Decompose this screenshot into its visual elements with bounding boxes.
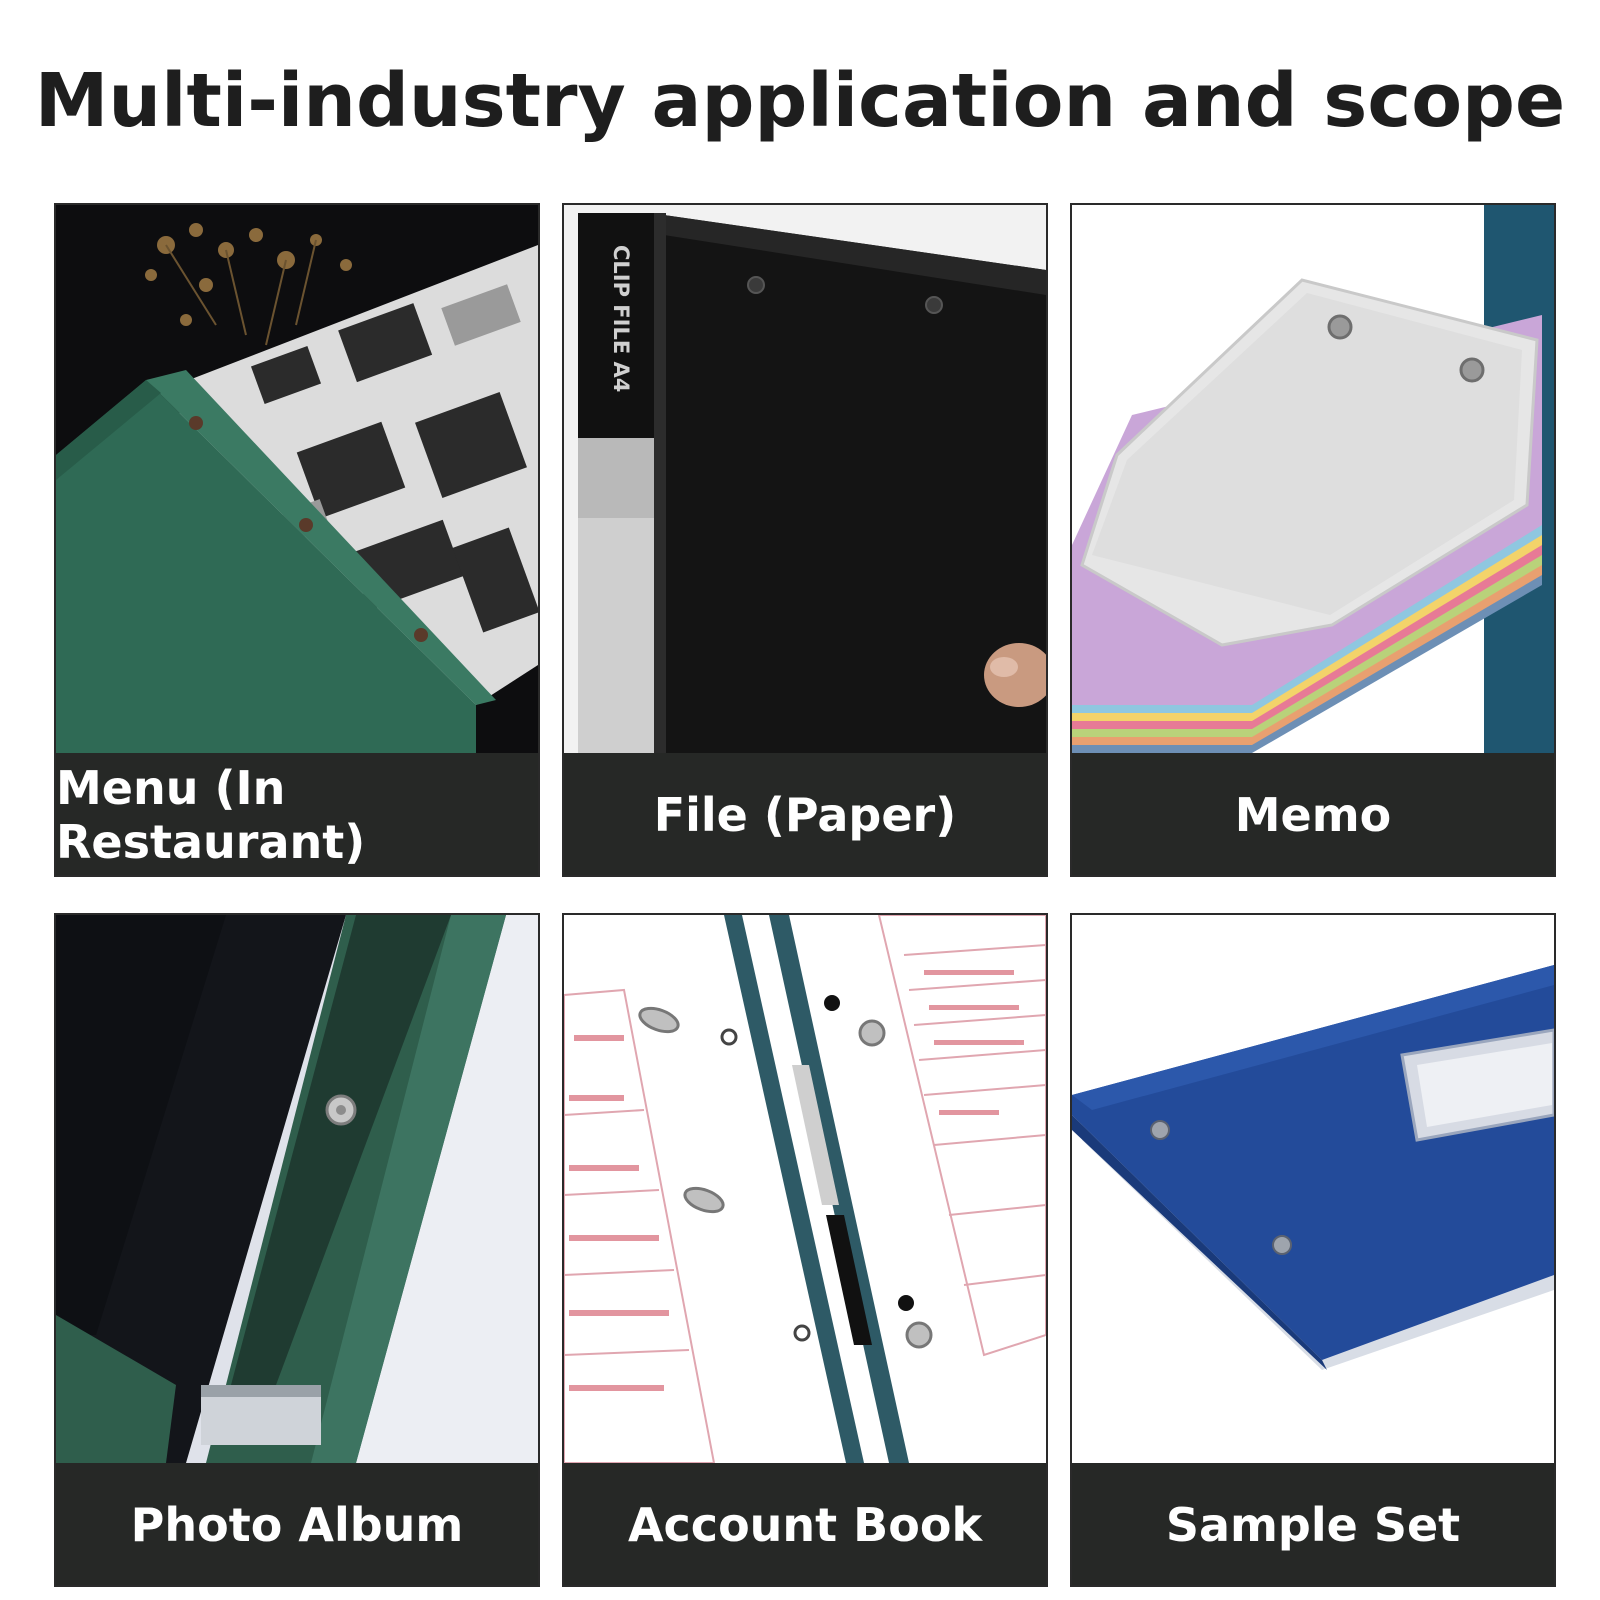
sample-folder-image: [1072, 915, 1554, 1463]
application-card-sample-set: Sample Set: [1070, 913, 1556, 1587]
spine-text: CLIP FILE A4: [609, 245, 633, 392]
card-label: Photo Album: [56, 1463, 538, 1585]
memo-stack-image: [1072, 205, 1554, 753]
application-card-file: CLIP FILE A4 File (Paper): [562, 203, 1048, 877]
account-book-image: [564, 915, 1046, 1463]
application-card-photo-album: Photo Album: [54, 913, 540, 1587]
page-title: Multi-industry application and scope: [34, 58, 1566, 144]
application-card-memo: Memo: [1070, 203, 1556, 877]
clip-file-image: CLIP FILE A4: [564, 205, 1046, 753]
card-label: File (Paper): [564, 753, 1046, 875]
application-card-account-book: Account Book: [562, 913, 1048, 1587]
card-label: Memo: [1072, 753, 1554, 875]
card-label: Account Book: [564, 1463, 1046, 1585]
menu-folder-image: [56, 205, 538, 753]
card-label: Menu (In Restaurant): [56, 753, 538, 875]
card-label: Sample Set: [1072, 1463, 1554, 1585]
application-card-menu: Menu (In Restaurant): [54, 203, 540, 877]
photo-album-image: [56, 915, 538, 1463]
